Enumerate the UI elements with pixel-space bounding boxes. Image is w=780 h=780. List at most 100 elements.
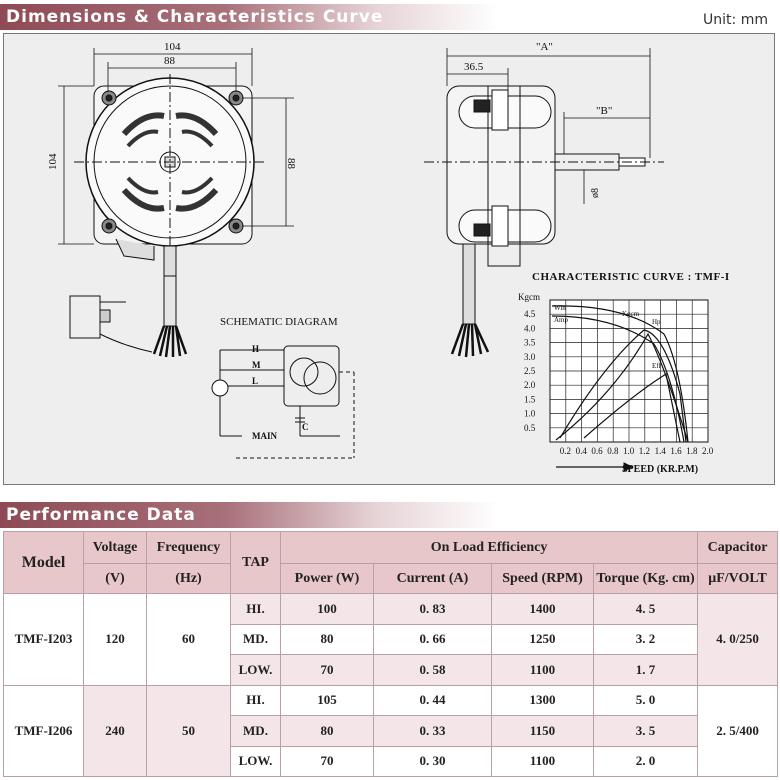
dim-88-right: 88 [285, 158, 297, 170]
table-row: TMF-I206 240 50 HI. 105 0. 44 1300 5. 0 … [3, 684, 779, 777]
dim-a: "A" [536, 41, 553, 53]
speed-cell: 1100 [491, 745, 594, 777]
table-row: MD. 80 0. 33 1150 3. 5 [4, 715, 778, 747]
header-capacitor: Capacitor [697, 531, 779, 564]
x-tick-label: 2.0 [702, 446, 714, 456]
table-row: LOW. 70 0. 30 1100 2. 0 [4, 745, 778, 777]
dimensions-section-title: Dimensions & Characteristics Curve [0, 4, 500, 30]
speed-cell: 1150 [491, 715, 594, 747]
model-cell: TMF-I203 [3, 593, 84, 686]
torque-cell: 5. 0 [592, 684, 699, 716]
drawing-panel: 104 88 104 88 "A" 36.5 "B" ø8 SCHEMATIC … [3, 33, 775, 485]
tap-cell: HI. [230, 684, 281, 716]
x-tick-label: 1.4 [655, 446, 667, 456]
torque-cell: 1. 7 [592, 654, 699, 686]
performance-section-title: Performance Data [0, 502, 500, 528]
header-speed: Speed (RPM) [491, 563, 594, 594]
power-cell: 80 [280, 623, 374, 655]
current-cell: 0. 58 [373, 654, 492, 686]
curve-label: Hp [652, 318, 661, 326]
x-tick-label: 0.6 [591, 446, 603, 456]
schematic-label-h: H [252, 344, 259, 354]
frequency-cell: 50 [146, 684, 231, 777]
table-row: TMF-I203 120 60 HI. 100 0. 83 1400 4. 5 … [3, 593, 779, 686]
speed-cell: 1250 [491, 623, 594, 655]
header-frequency: Frequency [146, 531, 231, 564]
dim-b: "B" [596, 105, 612, 117]
table-row: LOW. 70 0. 58 1100 1. 7 [4, 654, 778, 686]
header-current: Current (A) [373, 563, 492, 594]
schematic-label-main: MAIN [252, 431, 277, 441]
curve-line [559, 329, 687, 443]
header-torque: Torque (Kg. cm) [592, 563, 699, 594]
curve-label: Kgcm [622, 310, 640, 318]
power-cell: 70 [280, 654, 374, 686]
torque-cell: 3. 5 [592, 715, 699, 747]
performance-table: Model Voltage Frequency TAP On Load Effi… [3, 531, 779, 777]
torque-cell: 4. 5 [592, 593, 699, 625]
power-cell: 105 [280, 684, 374, 716]
header-voltage-unit: (V) [83, 563, 147, 594]
tap-cell: HI. [230, 593, 281, 625]
table-row: MD. 80 0. 66 1250 3. 2 [4, 623, 778, 655]
curve-ylabel: Kgcm [518, 292, 540, 302]
x-tick-label: 1.2 [639, 446, 650, 456]
capacitor-cell: 4. 0/250 [697, 593, 779, 686]
y-tick-label: 2.5 [524, 366, 536, 376]
characteristic-curve-chart [549, 299, 709, 472]
dim-phi8: ø8 [590, 188, 601, 198]
speed-cell: 1100 [491, 654, 594, 686]
header-capacitor-unit: μF/VOLT [697, 563, 779, 594]
technical-drawing: 104 88 104 88 "A" 36.5 "B" ø8 SCHEMATIC … [47, 41, 729, 475]
curve-label: Win [554, 304, 566, 312]
y-tick-label: 0.5 [524, 423, 536, 433]
schematic-label-l: L [252, 376, 258, 386]
header-voltage: Voltage [83, 531, 147, 564]
side-view-dimensions [446, 48, 651, 204]
speed-cell: 1300 [491, 684, 594, 716]
schematic-label-c: C [302, 422, 309, 432]
torque-cell: 2. 0 [592, 745, 699, 777]
schematic-diagram [211, 345, 355, 459]
dim-104-left: 104 [47, 153, 59, 170]
power-cell: 100 [280, 593, 374, 625]
header-on-load-efficiency: On Load Efficiency [279, 531, 699, 564]
dim-36-5: 36.5 [464, 61, 484, 73]
front-view-dimensions [58, 48, 294, 245]
x-tick-label: 0.4 [576, 446, 588, 456]
x-tick-label: 1.6 [670, 446, 682, 456]
current-cell: 0. 83 [373, 593, 492, 625]
curve-line [583, 373, 681, 443]
header-tap: TAP [230, 531, 281, 594]
curve-line [551, 305, 689, 443]
y-tick-label: 3.5 [524, 338, 536, 348]
dim-104-top: 104 [164, 41, 181, 53]
dim-88-top: 88 [164, 55, 176, 67]
curve-label: Amp [554, 316, 569, 324]
torque-cell: 3. 2 [592, 623, 699, 655]
current-cell: 0. 44 [373, 684, 492, 716]
unit-label: Unit: mm [703, 12, 768, 28]
voltage-cell: 240 [83, 684, 147, 777]
side-view-motor [424, 85, 664, 358]
tap-cell: LOW. [230, 654, 281, 686]
tap-cell: MD. [230, 623, 281, 655]
power-cell: 70 [280, 745, 374, 777]
y-tick-label: 2.0 [524, 380, 536, 390]
curve-line [555, 332, 689, 443]
frequency-cell: 60 [146, 593, 231, 686]
schematic-label-m: M [252, 360, 261, 370]
header-frequency-unit: (Hz) [146, 563, 231, 594]
schematic-title: SCHEMATIC DIAGRAM [220, 316, 338, 328]
x-tick-label: 1.8 [686, 446, 698, 456]
power-cell: 80 [280, 715, 374, 747]
capacitor-cell: 2. 5/400 [697, 684, 779, 777]
x-tick-label: 0.2 [560, 446, 571, 456]
x-tick-label: 0.8 [607, 446, 619, 456]
speed-cell: 1400 [491, 593, 594, 625]
y-tick-label: 4.0 [524, 323, 536, 333]
curve-xlabel: SPEED (KR.P.M) [622, 464, 698, 475]
header-power: Power (W) [280, 563, 374, 594]
y-tick-label: 1.5 [524, 394, 536, 404]
y-tick-label: 3.0 [524, 352, 536, 362]
